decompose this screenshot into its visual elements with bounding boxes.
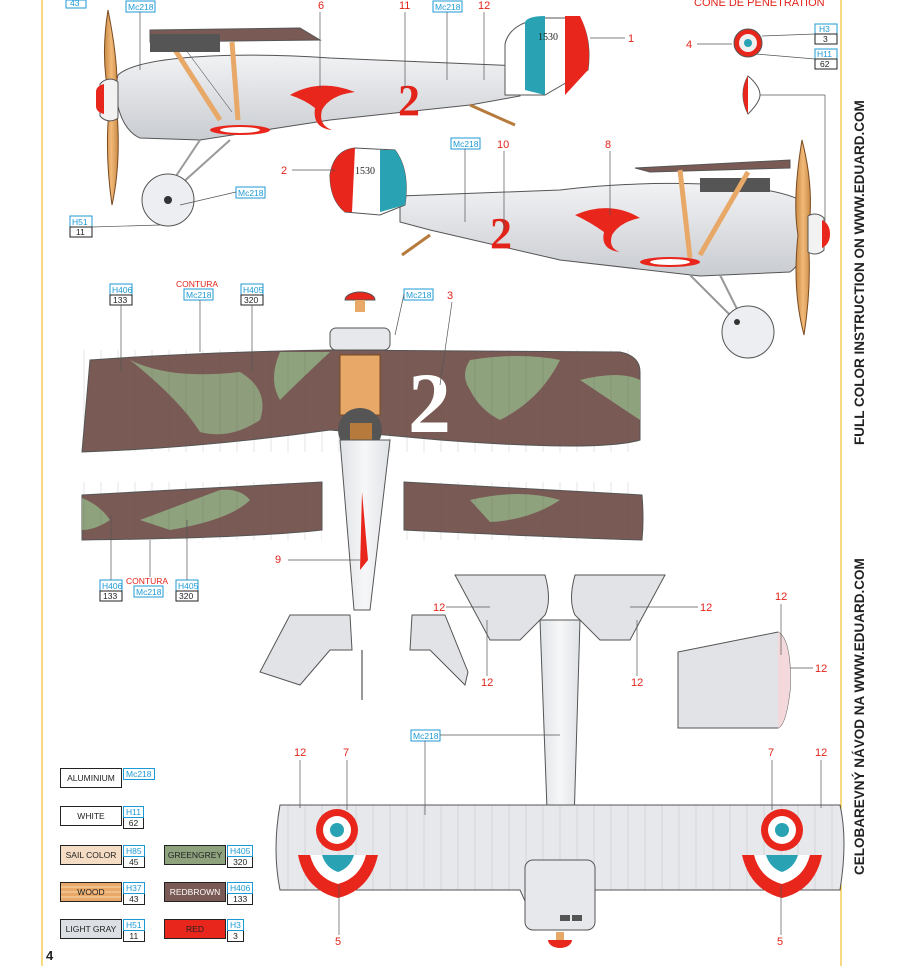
lower-wings-top-view [81,439,644,700]
svg-text:12: 12 [631,677,643,689]
svg-text:5: 5 [335,936,341,948]
svg-text:12: 12 [815,747,827,759]
svg-text:Mc218: Mc218 [128,2,154,12]
svg-text:3: 3 [823,34,828,44]
svg-text:133: 133 [113,295,127,305]
svg-text:12: 12 [815,663,827,675]
svg-text:H11: H11 [817,49,832,59]
callouts-bottom: Mc218 12 7 7 12 5 5 [294,729,827,948]
marking-2-side-bottom: 2 [490,209,512,258]
svg-text:1: 1 [628,33,634,45]
svg-text:7: 7 [768,747,774,759]
svg-text:Mc218: Mc218 [413,731,439,741]
svg-text:12: 12 [433,602,445,614]
svg-text:H3: H3 [819,24,830,34]
svg-text:Mc218: Mc218 [453,139,479,149]
svg-text:Mc218: Mc218 [406,290,432,300]
callouts-second: 2 Mc218 10 8 [281,137,611,230]
side-view-left-facing: 1530 2 [96,9,590,227]
svg-text:8: 8 [605,139,611,151]
marking-2-wing: 2 [408,355,451,451]
svg-text:Mc218: Mc218 [136,587,162,597]
serial-top: 1530 [538,32,558,43]
svg-text:12: 12 [481,677,493,689]
svg-text:H406: H406 [102,581,123,591]
header-fragment: CONE DE PENETRATION [694,0,825,9]
svg-text:H405: H405 [243,285,264,295]
svg-text:Mc218: Mc218 [238,188,264,198]
rudder-detail: 12 12 [677,591,827,729]
svg-text:62: 62 [820,59,830,69]
legend-aluminium: ALUMINIUM Mc218 [60,768,155,788]
svg-text:H405: H405 [178,581,199,591]
svg-text:CONTURA: CONTURA [126,576,168,586]
callouts-lower-wings: 9 H406 133 CONTURA Mc218 H405 320 [99,515,360,602]
svg-text:H51: H51 [72,217,88,227]
svg-text:12: 12 [700,602,712,614]
svg-text:320: 320 [179,591,193,601]
svg-text:H406: H406 [112,285,133,295]
svg-text:3: 3 [447,290,453,302]
marking-2-side-top: 2 [398,76,420,125]
svg-text:10: 10 [497,139,509,151]
svg-text:6: 6 [318,0,324,12]
svg-text:12: 12 [478,0,490,12]
top-left-number: 43 [70,0,80,8]
svg-text:7: 7 [343,747,349,759]
svg-text:9: 9 [275,554,281,566]
svg-text:Mc218: Mc218 [435,2,461,12]
serial-bottom: 1530 [355,166,375,177]
side-text-left: CELOBAREVNÝ NÁVOD NA WWW.EDUARD.COM [852,558,867,875]
svg-text:2: 2 [281,165,287,177]
bottom-view [275,804,845,948]
svg-text:11: 11 [76,227,85,237]
svg-text:320: 320 [244,295,258,305]
upper-wing-top-view: 2 [81,291,642,453]
side-view-right-facing: 1530 2 [329,139,830,359]
svg-text:12: 12 [294,747,306,759]
svg-text:5: 5 [777,936,783,948]
callouts-top: 6 11 Mc218 12 Mc218 1 Mc218 H51 11 [69,0,634,238]
svg-text:Mc218: Mc218 [186,290,212,300]
side-text-right: FULL COLOR INSTRUCTION ON WWW.EDUARD.COM [852,100,867,445]
page-number: 4 [46,948,54,963]
svg-text:133: 133 [103,591,117,601]
svg-text:11: 11 [399,0,410,12]
svg-text:4: 4 [686,39,692,51]
svg-text:12: 12 [775,591,787,603]
cone-detail: 4 H3 3 H11 62 [686,23,838,235]
svg-text:CONTURA: CONTURA [176,279,218,289]
callouts-upper-wing: H406 133 CONTURA Mc218 H405 320 Mc218 3 [109,279,453,386]
